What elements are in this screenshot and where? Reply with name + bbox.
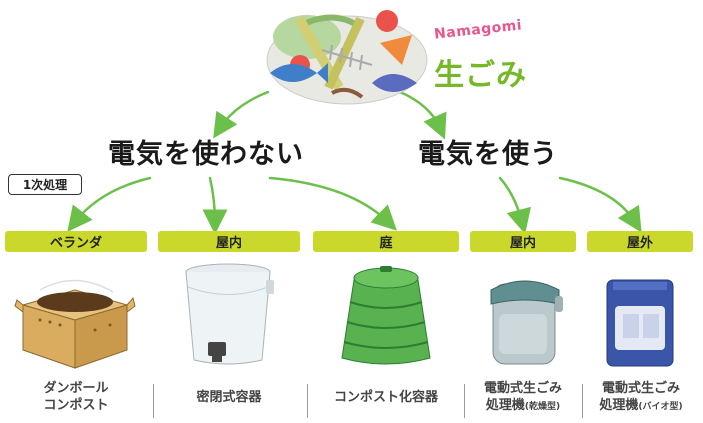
separator xyxy=(464,384,465,418)
food-waste-icon xyxy=(266,10,428,105)
arrow-to-indoor xyxy=(202,176,228,235)
location-tag-indoor: 屋内 xyxy=(158,231,300,252)
arrow-to-outdoor xyxy=(558,176,642,233)
location-tag-indoor-electric: 屋内 xyxy=(470,231,576,252)
arrow-to-veranda xyxy=(67,176,152,232)
caption-electric-bio: 電動式生ごみ 処理機(バイオ型) xyxy=(584,380,698,416)
location-tag-outdoor: 屋外 xyxy=(587,231,693,252)
caption-note: (バイオ型) xyxy=(638,402,683,412)
compost-bin-icon xyxy=(341,266,431,365)
separator xyxy=(582,384,583,418)
caption-sealed-container: 密閉式容器 xyxy=(158,389,300,406)
location-tag-garden: 庭 xyxy=(313,231,459,252)
caption-line2: 処理機 xyxy=(485,398,525,413)
arrow-to-electric xyxy=(398,90,447,140)
caption-line1: 密閉式容器 xyxy=(196,390,262,405)
dryer-machine-icon xyxy=(490,280,563,365)
arrow-to-indoor-electric xyxy=(498,176,531,235)
sealed-bucket-icon xyxy=(185,263,274,365)
caption-compost-container: コンポスト化容器 xyxy=(313,389,459,406)
bio-machine-icon xyxy=(606,279,674,367)
cardboard-box-icon xyxy=(14,279,136,369)
caption-note: (乾燥型) xyxy=(524,402,561,412)
caption-line2: コンポスト xyxy=(43,398,109,413)
arrow-to-garden xyxy=(268,176,397,231)
branch-electricity: 電気を使う xyxy=(418,139,558,170)
caption-electric-dryer: 電動式生ごみ 処理機(乾燥型) xyxy=(466,380,580,416)
location-tag-veranda: ベランダ xyxy=(5,231,147,252)
separator xyxy=(153,384,154,418)
caption-line2: 処理機 xyxy=(599,398,639,413)
branch-no-electricity: 電気を使わない xyxy=(108,139,304,170)
caption-cardboard-compost: ダンボール コンポスト xyxy=(5,380,147,414)
caption-line1: ダンボール xyxy=(43,381,109,396)
primary-treatment-badge: 1次処理 xyxy=(8,174,82,195)
caption-line1: 電動式生ごみ xyxy=(483,381,562,396)
separator xyxy=(307,384,308,418)
caption-line1: コンポスト化容器 xyxy=(333,390,438,405)
caption-line1: 電動式生ごみ xyxy=(601,381,680,396)
arrow-to-no-electric xyxy=(213,90,270,139)
title-japanese: 生ごみ xyxy=(434,58,527,93)
